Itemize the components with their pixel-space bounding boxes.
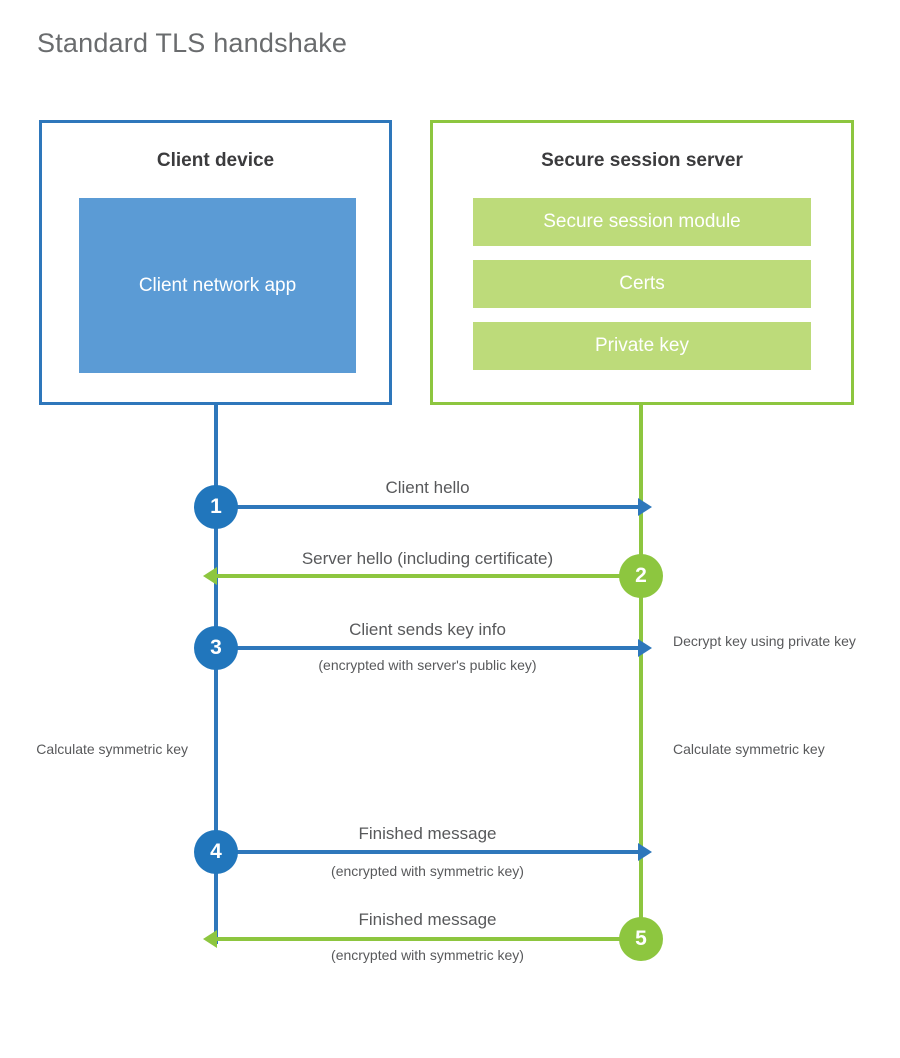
secure-session-server-box: Secure session server Secure session mod… <box>430 120 854 405</box>
step-circle-4: 4 <box>194 830 238 874</box>
annotation-server-calculate-symmetric-key: Calculate symmetric key <box>673 741 825 757</box>
annotation-client-calculate-symmetric-key: Calculate symmetric key <box>36 741 188 757</box>
step-3-arrow <box>216 639 652 657</box>
step-5-arrow <box>203 930 639 948</box>
arrow-head-right-icon <box>638 498 652 516</box>
client-device-box: Client device Client network app <box>39 120 392 405</box>
step-circle-3: 3 <box>194 626 238 670</box>
annotation-decrypt-key: Decrypt key using private key <box>673 633 856 649</box>
step-3-label: Client sends key info <box>349 620 506 639</box>
page-title: Standard TLS handshake <box>37 28 348 58</box>
step-1-arrow <box>216 498 652 516</box>
step-5-label: Finished message <box>358 910 497 929</box>
step-4-label: Finished message <box>358 824 497 843</box>
secure-session-server-title: Secure session server <box>541 150 743 171</box>
step-4-sublabel: (encrypted with symmetric key) <box>331 863 524 879</box>
server-block-secure-session-module: Secure session module <box>473 198 811 246</box>
step-4-arrow <box>216 843 652 861</box>
client-device-title: Client device <box>156 150 275 171</box>
step-3-sublabel: (encrypted with server's public key) <box>318 657 537 673</box>
step-2-label: Server hello (including certificate) <box>301 549 554 568</box>
arrow-head-left-icon <box>203 930 217 948</box>
arrow-head-right-icon <box>638 639 652 657</box>
server-block-private-key: Private key <box>473 322 811 370</box>
client-lifeline <box>214 402 218 944</box>
server-block-certs: Certs <box>473 260 811 308</box>
arrow-head-right-icon <box>638 843 652 861</box>
step-circle-2: 2 <box>619 554 663 598</box>
step-5-sublabel: (encrypted with symmetric key) <box>331 947 524 963</box>
step-2-arrow <box>203 567 639 585</box>
server-lifeline <box>639 402 643 939</box>
step-1-label: Client hello <box>385 478 470 497</box>
step-circle-5: 5 <box>619 917 663 961</box>
step-circle-1: 1 <box>194 485 238 529</box>
arrow-head-left-icon <box>203 567 217 585</box>
client-network-app-block: Client network app <box>79 198 356 373</box>
